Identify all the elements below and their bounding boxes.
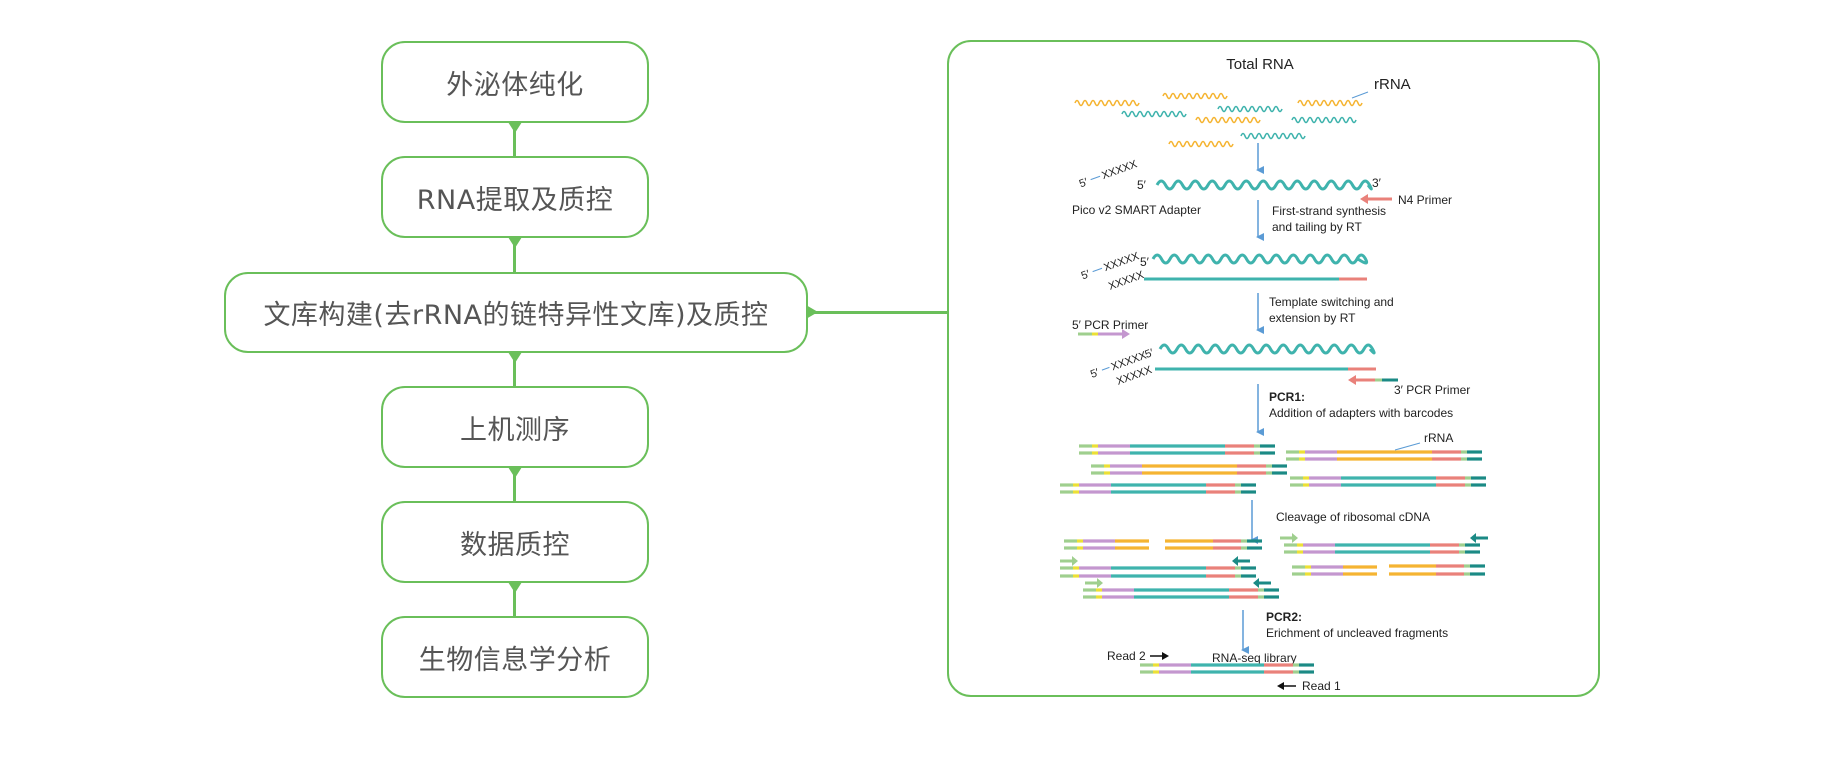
primer-arrow bbox=[1232, 556, 1238, 566]
rna-fragment bbox=[1168, 140, 1234, 148]
label-5-pcr-primer: 5′ PCR Primer bbox=[1072, 318, 1148, 332]
label-5prime: 5′ bbox=[1080, 268, 1092, 282]
label-5prime: 5′ bbox=[1143, 347, 1155, 361]
rrna-pointer bbox=[1351, 91, 1369, 99]
title-total-rna: Total RNA bbox=[1226, 56, 1294, 73]
total-rna-fragments bbox=[1074, 92, 1363, 148]
rna-fragment bbox=[1217, 105, 1283, 113]
label-adapter-name: Pico v2 SMART Adapter bbox=[1072, 203, 1201, 217]
connector-line bbox=[513, 467, 516, 502]
cleavage-label: Cleavage of ribosomal cDNA bbox=[1276, 510, 1430, 524]
primer-arrow bbox=[1072, 556, 1078, 566]
label-5prime: 5′ bbox=[1078, 176, 1090, 190]
adapter-seq-lower: XXXXX bbox=[1107, 269, 1146, 293]
rna-seq-library bbox=[1140, 663, 1314, 674]
label-read2: Read 2 bbox=[1107, 649, 1146, 663]
step-label: 上机测序 bbox=[460, 414, 570, 446]
label-5prime: 5′ bbox=[1137, 178, 1147, 192]
rna-fragment bbox=[1195, 116, 1261, 124]
step1-line2: and tailing by RT bbox=[1272, 220, 1363, 234]
primer-arrow bbox=[1253, 578, 1259, 588]
label-5prime: 5′ bbox=[1140, 255, 1150, 269]
connector-line bbox=[513, 237, 516, 273]
label-3prime: 3′ bbox=[1372, 176, 1382, 190]
label-5prime: 5′ bbox=[1089, 367, 1101, 381]
rna-strand bbox=[1151, 253, 1369, 265]
step-data-qc[interactable]: 数据质控 bbox=[381, 501, 649, 583]
primer-arrow bbox=[1097, 578, 1103, 588]
label-read1: Read 1 bbox=[1302, 679, 1341, 693]
step-label: RNA提取及质控 bbox=[416, 184, 614, 216]
rna-fragment bbox=[1121, 110, 1187, 118]
connector-line-to-panel bbox=[808, 311, 948, 314]
pcr1-products bbox=[1060, 444, 1486, 494]
pcr2-desc: Erichment of uncleaved fragments bbox=[1266, 626, 1448, 640]
step-library-construction[interactable]: 文库构建(去rRNA的链特异性文库)及质控 bbox=[224, 272, 808, 353]
rna-fragment bbox=[1240, 132, 1306, 140]
rrna-pointer bbox=[1394, 442, 1421, 451]
label-rrna-top: rRNA bbox=[1374, 76, 1411, 93]
label-n4-primer: N4 Primer bbox=[1398, 193, 1452, 207]
step-bioinformatics[interactable]: 生物信息学分析 bbox=[381, 616, 649, 698]
step-rna-extraction[interactable]: RNA提取及质控 bbox=[381, 156, 649, 238]
adapter-seq: XXXXX bbox=[1107, 269, 1146, 293]
pcr1-desc: Addition of adapters with barcodes bbox=[1269, 406, 1453, 420]
pcr2-title: PCR2: bbox=[1266, 610, 1302, 624]
adapter-stage1: 5′ XXXXX bbox=[1078, 158, 1140, 190]
label-3-pcr-primer: 3′ PCR Primer bbox=[1394, 383, 1470, 397]
primer-arrow bbox=[1470, 533, 1476, 543]
rna-strand bbox=[1155, 179, 1373, 191]
adapter-seq: XXXXX bbox=[1100, 158, 1139, 182]
step-sequencing[interactable]: 上机测序 bbox=[381, 386, 649, 468]
label-rrna-mid: rRNA bbox=[1424, 431, 1453, 445]
rna-strand bbox=[1158, 343, 1376, 355]
step-label: 文库构建(去rRNA的链特异性文库)及质控 bbox=[263, 300, 769, 331]
step2-line2: extension by RT bbox=[1269, 311, 1356, 325]
rna-fragment bbox=[1162, 92, 1228, 100]
label-library: RNA-seq library bbox=[1212, 651, 1297, 665]
step-label: 生物信息学分析 bbox=[418, 644, 612, 676]
cleavage-products bbox=[1060, 533, 1488, 599]
step-exosome-purification[interactable]: 外泌体纯化 bbox=[381, 41, 649, 123]
step2-line1: Template switching and bbox=[1269, 295, 1394, 309]
connector-line bbox=[513, 122, 516, 157]
step1-line1: First-strand synthesis bbox=[1272, 204, 1386, 218]
rna-fragment bbox=[1074, 99, 1140, 107]
primer-arrow bbox=[1292, 533, 1298, 543]
rna-fragment bbox=[1297, 99, 1363, 107]
pcr1-title: PCR1: bbox=[1269, 390, 1305, 404]
connector-line bbox=[513, 582, 516, 617]
connector-line bbox=[513, 352, 516, 387]
step-label: 外泌体纯化 bbox=[446, 69, 584, 101]
rna-fragment bbox=[1291, 116, 1357, 124]
step-label: 数据质控 bbox=[460, 529, 570, 561]
